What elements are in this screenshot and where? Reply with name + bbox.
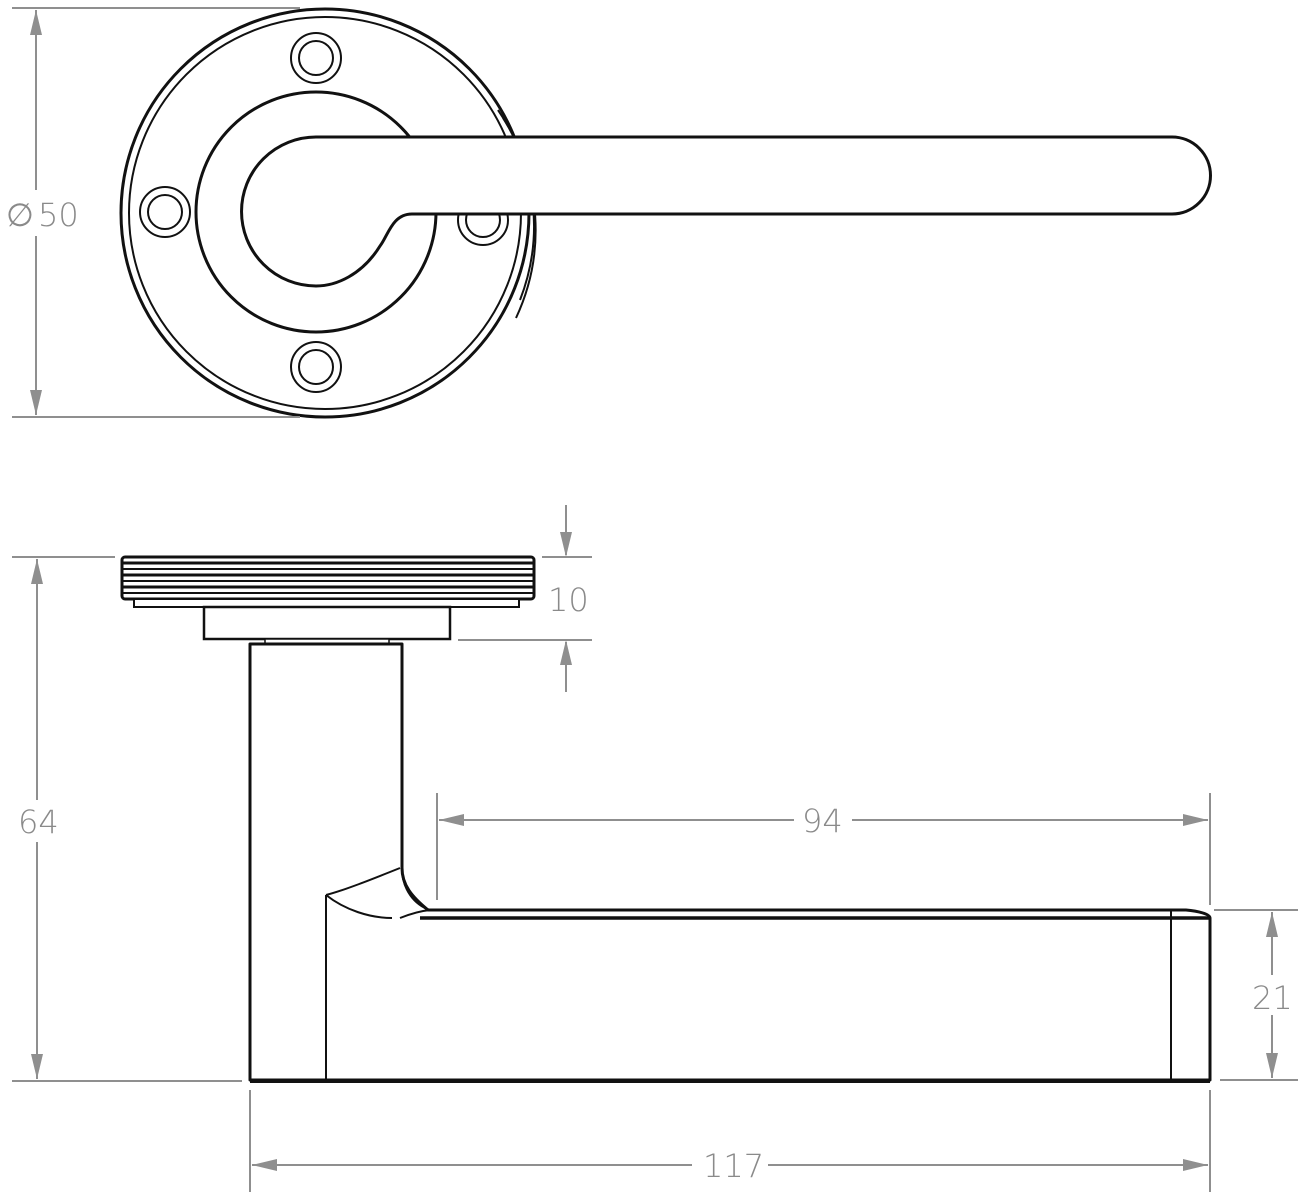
diameter-symbol: ∅ xyxy=(6,196,34,234)
lever-arm xyxy=(240,135,1212,288)
dimension-rose-thickness: 10 xyxy=(458,505,592,692)
dimension-overall-height: 64 xyxy=(12,556,242,1082)
dimension-label-64: 64 xyxy=(18,803,59,841)
screw-hole-left xyxy=(139,186,191,238)
dimension-overall-length: 117 xyxy=(249,1090,1211,1192)
dimension-label-50: 50 xyxy=(38,196,79,234)
front-view xyxy=(119,7,1212,419)
side-view xyxy=(120,555,1212,1083)
rose-collar xyxy=(202,605,452,641)
dimension-lever-reach: 94 xyxy=(436,793,1211,905)
dimension-rose-diameter: ∅ 50 xyxy=(6,7,300,418)
screw-hole-top xyxy=(290,32,342,84)
screw-hole-bottom xyxy=(290,341,342,393)
dimension-label-21: 21 xyxy=(1252,979,1293,1017)
dimension-label-10: 10 xyxy=(548,581,589,619)
lever-side-profile xyxy=(248,642,1212,1082)
rose-threaded-band xyxy=(120,555,536,601)
dimension-lever-height: 21 xyxy=(1214,909,1298,1081)
dimension-label-94: 94 xyxy=(802,802,843,840)
dimension-label-117: 117 xyxy=(703,1147,764,1185)
